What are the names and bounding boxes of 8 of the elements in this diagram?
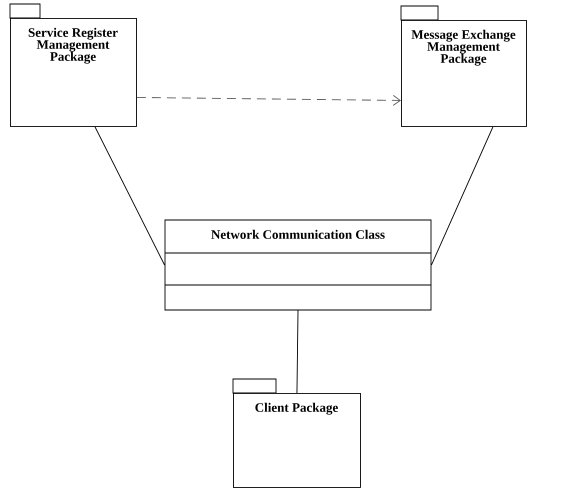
connector-line [296,310,298,394]
dashed-arrow [136,94,401,106]
class-box: Network Communication Class [164,220,432,310]
package-box: Client Package [232,378,361,488]
connector-line [431,126,494,266]
connector-line [94,126,165,266]
package-box: Service Register Management Package [10,4,137,127]
package-box: Message Exchange Management Package [400,6,527,127]
